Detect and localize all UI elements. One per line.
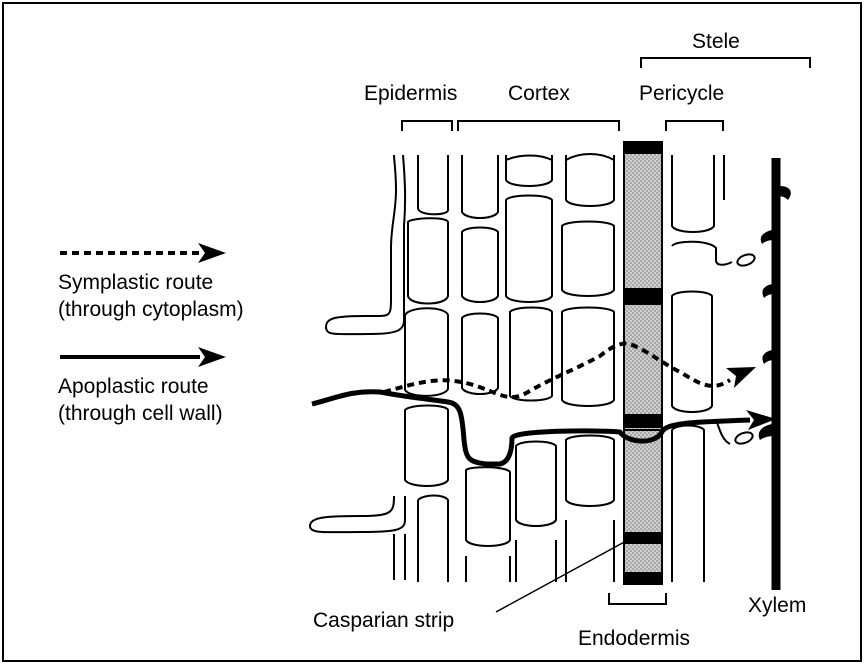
endodermis-column	[624, 142, 662, 584]
casparian-band	[624, 142, 662, 154]
xylem-label: Xylem	[748, 594, 806, 617]
symplastic-legend-label: Symplastic route	[58, 271, 213, 294]
apoplastic-legend-label: Apoplastic route	[58, 375, 209, 398]
pericycle-label: Pericycle	[639, 82, 724, 105]
endodermis-label: Endodermis	[578, 627, 690, 650]
casparian-strip-label: Casparian strip	[313, 609, 454, 632]
casparian-band	[624, 572, 662, 584]
casparian-band	[624, 532, 662, 544]
casparian-band	[624, 414, 662, 428]
epidermis-label: Epidermis	[364, 82, 457, 105]
symplastic-legend-sublabel: (through cytoplasm)	[58, 298, 244, 321]
casparian-band	[624, 288, 662, 304]
apoplastic-legend-sublabel: (through cell wall)	[58, 402, 223, 425]
endodermis-cells	[624, 142, 662, 584]
stele-label: Stele	[692, 30, 740, 53]
cortex-label: Cortex	[508, 82, 570, 105]
